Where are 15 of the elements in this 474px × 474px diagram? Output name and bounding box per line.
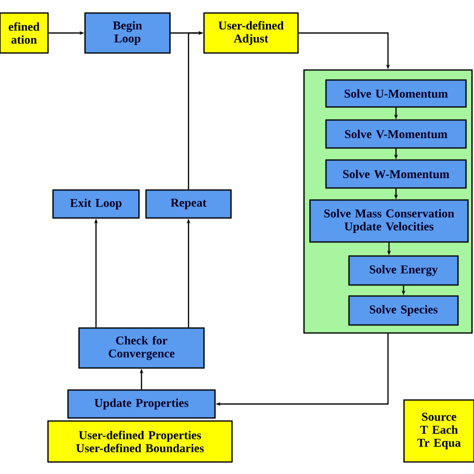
process-box: Update Properties xyxy=(67,389,216,419)
process-box: Solve Species xyxy=(348,295,459,326)
process-box: Solve U-Momentum xyxy=(325,79,467,108)
process-box: Check for Convergence xyxy=(78,327,205,369)
process-box: Solve Energy xyxy=(348,255,459,286)
process-box: efined ation xyxy=(0,12,49,54)
process-box: Repeat xyxy=(145,189,232,219)
process-box: User-defined Adjust xyxy=(203,12,299,54)
process-box: Solve V-Momentum xyxy=(325,119,467,149)
process-box: Solve Mass Conservation Update Velocities xyxy=(309,199,469,243)
process-box: Begin Loop xyxy=(84,12,171,54)
note-box: Source T Each Tr Equa xyxy=(403,399,474,463)
process-box: Exit Loop xyxy=(52,189,140,219)
process-box: Solve W-Momentum xyxy=(325,159,467,189)
note-box: User-defined Properties User-defined Boundaries xyxy=(47,420,233,463)
